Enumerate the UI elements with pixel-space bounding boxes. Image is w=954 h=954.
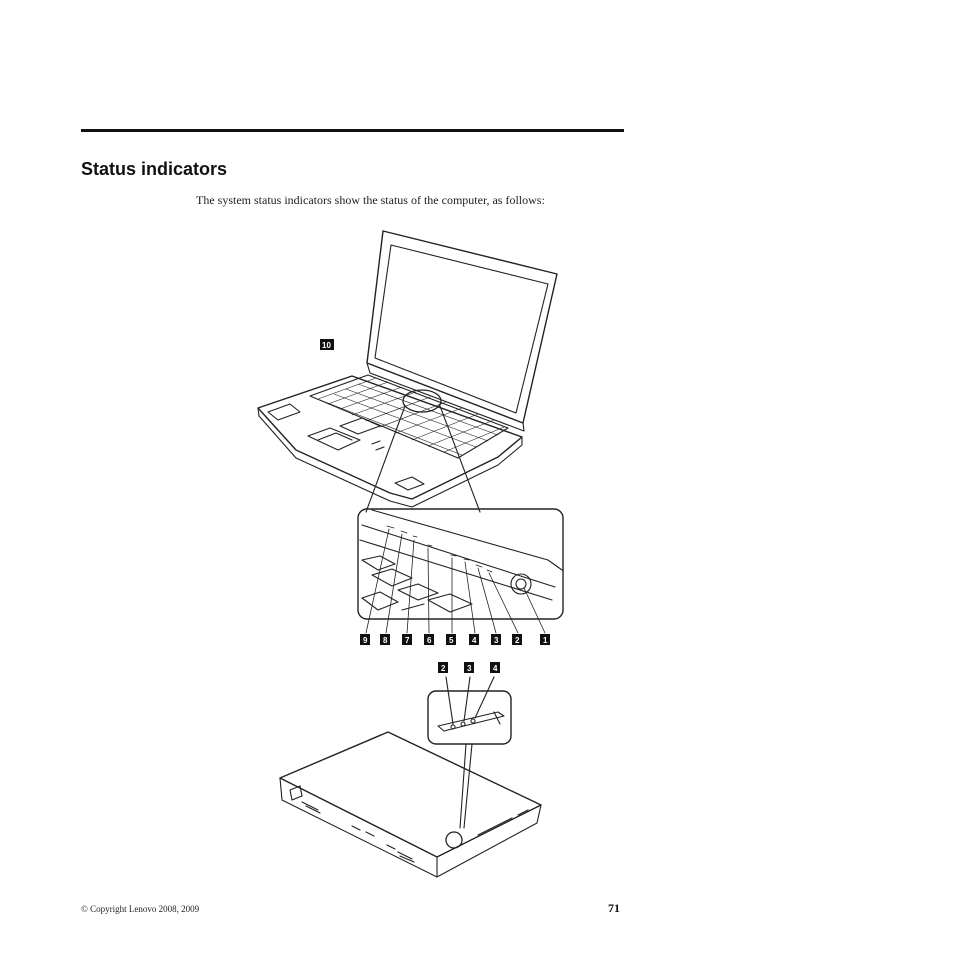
section-rule [81, 129, 624, 132]
svg-text:4: 4 [472, 636, 477, 645]
svg-text:5: 5 [449, 636, 454, 645]
open-laptop-illustration [257, 230, 558, 513]
lid-indicator-detail [427, 676, 512, 829]
callout-panel-7: 7 [402, 634, 412, 645]
callout-panel-3: 3 [491, 634, 501, 645]
callout-lid-3: 3 [464, 662, 474, 673]
intro-paragraph: The system status indicators show the st… [196, 193, 545, 207]
svg-text:7: 7 [405, 636, 410, 645]
svg-text:2: 2 [441, 664, 446, 673]
callout-panel-6: 6 [424, 634, 434, 645]
svg-text:10: 10 [322, 341, 331, 350]
copyright-footer: © Copyright Lenovo 2008, 2009 [81, 904, 200, 914]
svg-text:9: 9 [363, 636, 368, 645]
page-number: 71 [608, 901, 620, 915]
callout-panel-5: 5 [446, 634, 456, 645]
callout-10: 10 [320, 339, 334, 350]
indicator-panel-zoom [357, 508, 564, 634]
svg-text:1: 1 [543, 636, 548, 645]
section-title: Status indicators [81, 159, 228, 179]
svg-text:4: 4 [493, 664, 498, 673]
callout-lid-4: 4 [490, 662, 500, 673]
svg-text:2: 2 [515, 636, 520, 645]
callout-lid-2: 2 [438, 662, 448, 673]
callout-panel-1: 1 [540, 634, 550, 645]
callout-panel-8: 8 [380, 634, 390, 645]
svg-text:3: 3 [467, 664, 472, 673]
callout-panel-9: 9 [360, 634, 370, 645]
svg-text:3: 3 [494, 636, 499, 645]
closed-laptop-illustration [279, 731, 542, 878]
callout-panel-2: 2 [512, 634, 522, 645]
callout-panel-4: 4 [469, 634, 479, 645]
svg-text:8: 8 [383, 636, 388, 645]
svg-text:6: 6 [427, 636, 432, 645]
